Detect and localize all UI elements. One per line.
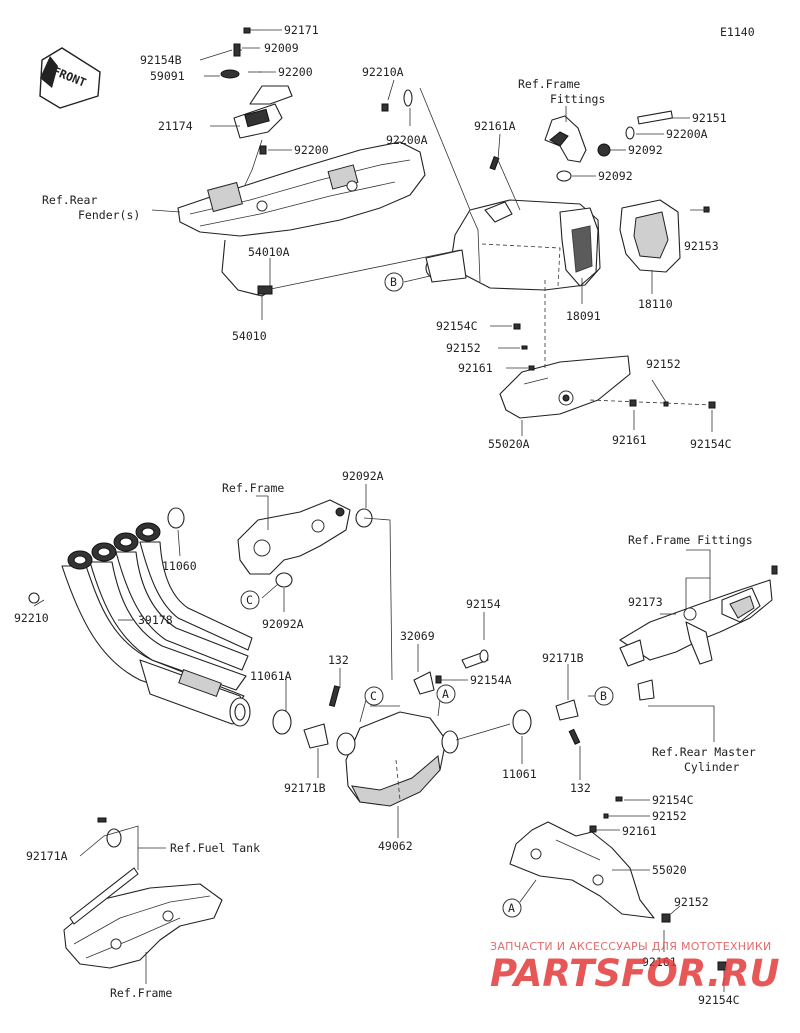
- callout-b-right-text: B: [600, 689, 607, 703]
- label-11061A: 11061A: [250, 669, 292, 683]
- label-ref-master-2: Cylinder: [684, 760, 739, 774]
- label-21174: 21174: [158, 119, 193, 133]
- label-132-top: 132: [328, 653, 349, 667]
- label-49062: 49062: [378, 839, 413, 853]
- label-ref-frame-fittings-1: Ref.Frame: [518, 77, 580, 91]
- label-92161-d: 92161: [642, 955, 677, 969]
- label-92092A-bottom: 92092A: [262, 617, 304, 631]
- label-92092-a: 92092: [628, 143, 663, 157]
- label-92154C-d: 92154C: [698, 993, 740, 1007]
- label-11061: 11061: [502, 767, 537, 781]
- label-ref-rear-fender-2: Fender(s): [78, 208, 140, 222]
- label-92200A-left: 92200A: [386, 133, 428, 147]
- watermark-tagline: ЗАПЧАСТИ И АКСЕССУАРЫ ДЛЯ МОТОТЕХНИКИ: [490, 940, 772, 953]
- callout-circles: [240, 272, 614, 918]
- label-92161A: 92161A: [474, 119, 516, 133]
- watermark-brand: PARTSFOR.RU: [490, 952, 780, 995]
- label-92152-b: 92152: [646, 357, 681, 371]
- frame-bracket-mid: [237, 499, 373, 588]
- label-92154C-b: 92154C: [690, 437, 732, 451]
- callout-c-mid-text: C: [370, 689, 377, 703]
- callout-c-mid: [364, 686, 384, 706]
- exhaust-headers-39178: [28, 507, 253, 727]
- watermark: ЗАПЧАСТИ И АКСЕССУАРЫ ДЛЯ МОТОТЕХНИКИ PA…: [490, 940, 780, 995]
- label-92171B-left: 92171B: [284, 781, 326, 795]
- label-ref-frame-fittings-2: Fittings: [550, 92, 605, 106]
- label-92173: 92173: [628, 595, 663, 609]
- callout-a-bottom: [502, 898, 522, 918]
- rear-fender-assembly: [177, 85, 426, 297]
- muffler-assembly: [425, 199, 681, 291]
- label-132-bottom: 132: [570, 781, 591, 795]
- callout-c-left: [240, 590, 260, 610]
- label-92154C-a: 92154C: [436, 319, 478, 333]
- label-ref-fuel-tank: Ref.Fuel Tank: [170, 841, 260, 855]
- label-92200-mid: 92200: [294, 143, 329, 157]
- label-92200A-right: 92200A: [666, 127, 708, 141]
- label-ref-frame-fittings-long: Ref.Frame Fittings: [628, 533, 753, 547]
- frame-fittings-top: [381, 89, 710, 213]
- label-18091: 18091: [566, 309, 601, 323]
- top-fasteners: [220, 27, 267, 155]
- heat-shield-55020A: [499, 280, 716, 419]
- label-55020: 55020: [652, 863, 687, 877]
- label-18110: 18110: [638, 297, 673, 311]
- label-92154B: 92154B: [140, 53, 182, 67]
- label-ref-frame-bottom: Ref.Frame: [110, 986, 172, 1000]
- callout-a-bottom-text: A: [508, 901, 515, 915]
- label-92210A: 92210A: [362, 65, 404, 79]
- label-92200-top: 92200: [278, 65, 313, 79]
- label-92210: 92210: [14, 611, 49, 625]
- label-92092-b: 92092: [598, 169, 633, 183]
- label-92154A: 92154A: [470, 673, 512, 687]
- pre-chamber-49062: [272, 517, 581, 807]
- label-92153: 92153: [684, 239, 719, 253]
- label-ref-master-1: Ref.Rear Master: [652, 745, 756, 759]
- callout-b-top: [384, 272, 404, 292]
- label-92152-d: 92152: [674, 895, 709, 909]
- label-92152-c: 92152: [652, 809, 687, 823]
- frame-bottom: [63, 817, 223, 969]
- label-92171: 92171: [284, 23, 319, 37]
- label-92171B-right: 92171B: [542, 651, 584, 665]
- label-92151: 92151: [692, 111, 727, 125]
- front-arrow-badge: FRONT: [39, 47, 101, 109]
- label-ref-frame-mid: Ref.Frame: [222, 481, 284, 495]
- label-39178: 39178: [138, 613, 173, 627]
- callout-a-mid-text: A: [442, 687, 449, 701]
- label-92152-a: 92152: [446, 341, 481, 355]
- callout-a-mid: [436, 684, 456, 704]
- part-labels: E1140 92171 92154B 92009 59091 92200 211…: [14, 23, 756, 1007]
- label-92154C-c: 92154C: [652, 793, 694, 807]
- leader-lines: [33, 29, 725, 992]
- callout-b-top-text: B: [390, 275, 397, 289]
- label-92171A: 92171A: [26, 849, 68, 863]
- callout-b-right: [594, 686, 614, 706]
- label-32069: 32069: [400, 629, 435, 643]
- label-92154: 92154: [466, 597, 501, 611]
- label-92161-a: 92161: [458, 361, 493, 375]
- rear-master-cylinder-area: [619, 565, 778, 701]
- label-54010: 54010: [232, 329, 267, 343]
- diagram-code: E1140: [720, 25, 755, 39]
- label-11060: 11060: [162, 559, 197, 573]
- label-59091: 59091: [150, 69, 185, 83]
- label-92092A-top: 92092A: [342, 469, 384, 483]
- label-92009: 92009: [264, 41, 299, 55]
- label-ref-rear-fender-1: Ref.Rear: [42, 193, 97, 207]
- callout-c-left-text: C: [246, 593, 253, 607]
- label-92161-b: 92161: [612, 433, 647, 447]
- label-55020A: 55020A: [488, 437, 530, 451]
- label-54010A: 54010A: [248, 245, 290, 259]
- label-92161-c: 92161: [622, 824, 657, 838]
